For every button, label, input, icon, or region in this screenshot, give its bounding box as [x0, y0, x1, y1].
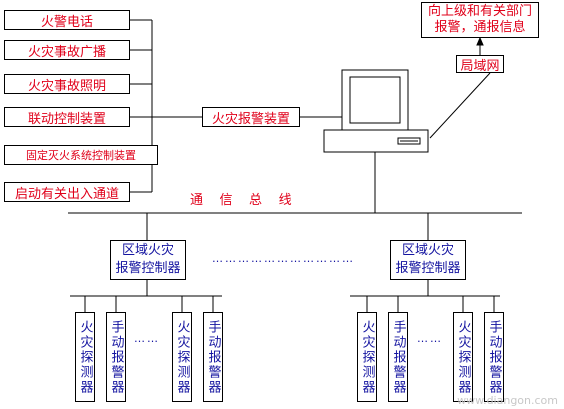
device-broadcast: 火灾事故广播: [4, 40, 130, 60]
notify-line2: 报警，通报信息: [434, 20, 526, 35]
unit-left-dots: ……: [134, 332, 160, 345]
unit-left-detector-2: 火灾探测器: [172, 312, 192, 402]
bus-label: 通 信 总 线: [190, 193, 292, 208]
computer-icon: [323, 69, 429, 153]
controller-dots: ……………………………: [212, 252, 355, 265]
unit-right-detector-2: 火灾探测器: [453, 312, 473, 402]
fire-alarm-device: 火灾报警装置: [202, 107, 300, 127]
unit-right-dots: ……: [417, 332, 443, 345]
device-fire-phone: 火警电话: [4, 10, 130, 30]
regional-controller-left: 区域火灾 报警控制器: [110, 240, 186, 280]
lan-box: 局域网: [456, 55, 504, 74]
unit-right-manual-1: 手动报警器: [388, 312, 408, 402]
regional-controller-right: 区域火灾 报警控制器: [390, 240, 466, 280]
device-lighting: 火灾事故照明: [4, 74, 130, 94]
unit-left-detector-1: 火灾探测器: [75, 312, 95, 402]
unit-left-manual-2: 手动报警器: [203, 312, 223, 402]
controller-left-line2: 报警控制器: [115, 261, 181, 276]
notify-line1: 向上级和有关部门: [427, 4, 532, 19]
controller-right-line2: 报警控制器: [395, 261, 461, 276]
watermark: www.diangon.com: [457, 394, 558, 407]
unit-left-manual-1: 手动报警器: [106, 312, 126, 402]
controller-right-line1: 区域火灾: [401, 243, 454, 258]
unit-right-manual-2: 手动报警器: [484, 312, 504, 402]
notify-box: 向上级和有关部门 报警，通报信息: [421, 2, 539, 38]
device-exit-access: 启动有关出入通道: [4, 182, 130, 202]
device-linkage-control: 联动控制装置: [4, 107, 130, 127]
device-extinguish-control: 固定灭火系统控制装置: [4, 145, 158, 165]
unit-right-detector-1: 火灾探测器: [357, 312, 377, 402]
controller-left-line1: 区域火灾: [121, 243, 174, 258]
